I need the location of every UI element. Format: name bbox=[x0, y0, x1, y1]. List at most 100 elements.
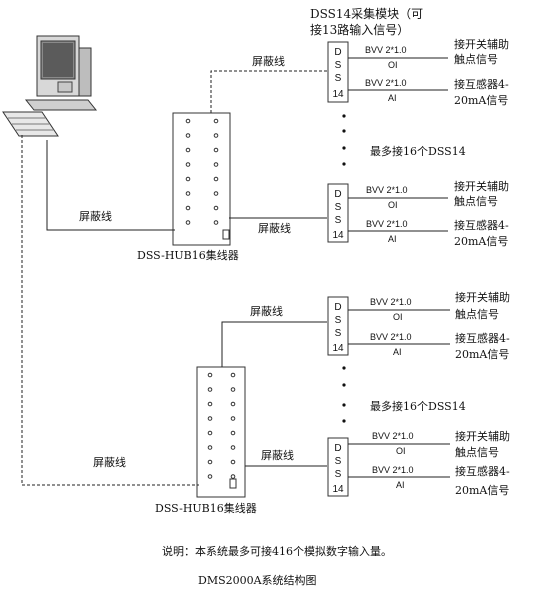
svg-text:BVV 2*1.0: BVV 2*1.0 bbox=[366, 219, 408, 229]
max-dss-label-2: 最多接16个DSS14 bbox=[370, 399, 466, 413]
hub-port bbox=[230, 372, 236, 378]
signal-text-1: 接开关辅助 触点信号 接互感器4- 20mA信号 bbox=[454, 37, 509, 107]
module-letter: S bbox=[335, 328, 342, 339]
hub-port bbox=[185, 205, 191, 211]
module-letter: S bbox=[335, 315, 342, 326]
svg-text:BVV 2*1.0: BVV 2*1.0 bbox=[365, 78, 407, 88]
svg-text:BVV 2*1.0: BVV 2*1.0 bbox=[365, 45, 407, 55]
dss-caption-line2: 接13路输入信号） bbox=[310, 22, 409, 37]
module-letter: S bbox=[335, 60, 342, 71]
module-letter: 14 bbox=[332, 484, 344, 495]
svg-text:BVV 2*1.0: BVV 2*1.0 bbox=[370, 297, 412, 307]
svg-text:OI: OI bbox=[396, 446, 406, 456]
svg-text:20mA信号: 20mA信号 bbox=[454, 235, 508, 248]
cable-label: 屏蔽线 bbox=[79, 209, 112, 223]
svg-text:触点信号: 触点信号 bbox=[454, 194, 498, 208]
hub-port bbox=[213, 205, 219, 211]
computer-icon bbox=[2, 35, 98, 137]
module-letter: D bbox=[334, 443, 341, 454]
max-dss-label-1: 最多接16个DSS14 bbox=[370, 144, 466, 158]
cable-label: 屏蔽线 bbox=[250, 304, 283, 318]
hub-port bbox=[207, 401, 213, 407]
svg-text:接互感器4-: 接互感器4- bbox=[454, 78, 509, 91]
dss-module-4: D S S 14 bbox=[327, 437, 349, 497]
hub-port bbox=[213, 176, 219, 182]
svg-text:AI: AI bbox=[388, 93, 397, 103]
hub-port bbox=[213, 220, 219, 225]
hub-port bbox=[213, 133, 219, 138]
module-letter: S bbox=[335, 73, 342, 84]
svg-text:接开关辅助: 接开关辅助 bbox=[454, 37, 509, 51]
module-letter: D bbox=[334, 47, 341, 58]
cable-label: 屏蔽线 bbox=[252, 54, 285, 68]
module-letter: 14 bbox=[332, 89, 344, 100]
svg-text:BVV 2*1.0: BVV 2*1.0 bbox=[372, 431, 414, 441]
svg-text:触点信号: 触点信号 bbox=[455, 307, 499, 321]
hub-1 bbox=[172, 112, 231, 246]
hub-port bbox=[213, 147, 219, 153]
hub-port bbox=[207, 372, 213, 378]
svg-text:OI: OI bbox=[388, 200, 398, 210]
cable-hub1-dss1 bbox=[210, 70, 327, 113]
svg-text:20mA信号: 20mA信号 bbox=[455, 484, 509, 497]
svg-text:BVV 2*1.0: BVV 2*1.0 bbox=[372, 465, 414, 475]
signal-text-4: 接开关辅助 触点信号 接互感器4- 20mA信号 bbox=[455, 429, 510, 497]
module-letter: S bbox=[335, 456, 342, 467]
ellipsis-dots-1 bbox=[342, 114, 346, 166]
hub-port bbox=[207, 474, 213, 479]
hub-port bbox=[230, 474, 236, 479]
hub-port bbox=[213, 162, 219, 167]
hub-port bbox=[185, 118, 191, 124]
hub-port bbox=[213, 191, 219, 196]
hub-port bbox=[230, 387, 236, 392]
hub-port bbox=[207, 416, 213, 421]
signal-lines-2: BVV 2*1.0 OI BVV 2*1.0 AI bbox=[348, 185, 448, 244]
module-letter: D bbox=[334, 189, 341, 200]
cable-pc-hub1 bbox=[46, 140, 175, 231]
hub-1-label: DSS-HUB16集线器 bbox=[137, 248, 239, 262]
svg-text:20mA信号: 20mA信号 bbox=[454, 94, 508, 107]
note-text: 说明：本系统最多可接416个模拟数字输入量。 bbox=[162, 544, 392, 558]
hub-port bbox=[207, 387, 213, 392]
module-letter: 14 bbox=[332, 343, 344, 354]
signal-lines-4: BVV 2*1.0 OI BVV 2*1.0 AI bbox=[348, 431, 450, 490]
hub-port bbox=[213, 118, 219, 124]
hub-port bbox=[230, 445, 236, 450]
ellipsis-dots-2 bbox=[342, 366, 346, 423]
hub-port bbox=[230, 430, 236, 436]
module-letter: S bbox=[335, 215, 342, 226]
cable-hub2-dss3 bbox=[221, 321, 327, 367]
hub-2-label: DSS-HUB16集线器 bbox=[155, 501, 257, 515]
svg-text:接互感器4-: 接互感器4- bbox=[455, 332, 510, 345]
dss-module-2: D S S 14 bbox=[327, 183, 349, 243]
svg-text:接开关辅助: 接开关辅助 bbox=[454, 179, 509, 193]
svg-text:触点信号: 触点信号 bbox=[455, 445, 499, 459]
signal-lines-1: BVV 2*1.0 OI BVV 2*1.0 AI bbox=[348, 45, 448, 103]
hub-port bbox=[230, 401, 236, 407]
hub-port bbox=[207, 445, 213, 450]
hub-port bbox=[207, 459, 213, 465]
hub-port bbox=[185, 147, 191, 153]
diagram-title: DMS2000A系统结构图 bbox=[198, 573, 317, 587]
signal-lines-3: BVV 2*1.0 OI BVV 2*1.0 AI bbox=[348, 297, 450, 357]
hub-2 bbox=[196, 366, 246, 498]
module-letter: 14 bbox=[332, 230, 344, 241]
hub-port bbox=[185, 133, 191, 138]
svg-text:接互感器4-: 接互感器4- bbox=[454, 219, 509, 232]
hub-port bbox=[207, 430, 213, 436]
hub-port bbox=[185, 162, 191, 167]
cable-label: 屏蔽线 bbox=[258, 221, 291, 235]
svg-text:OI: OI bbox=[388, 60, 398, 70]
hub-port bbox=[230, 459, 236, 465]
dss-module-3: D S S 14 bbox=[327, 296, 349, 356]
svg-text:OI: OI bbox=[393, 312, 403, 322]
dss-module-1: D S S 14 bbox=[327, 41, 349, 103]
svg-text:BVV 2*1.0: BVV 2*1.0 bbox=[370, 332, 412, 342]
svg-text:接开关辅助: 接开关辅助 bbox=[455, 290, 510, 304]
svg-text:触点信号: 触点信号 bbox=[454, 52, 498, 66]
hub-port bbox=[230, 416, 236, 421]
svg-text:接互感器4-: 接互感器4- bbox=[455, 465, 510, 478]
module-letter: D bbox=[334, 302, 341, 313]
signal-text-2: 接开关辅助 触点信号 接互感器4- 20mA信号 bbox=[454, 179, 509, 248]
